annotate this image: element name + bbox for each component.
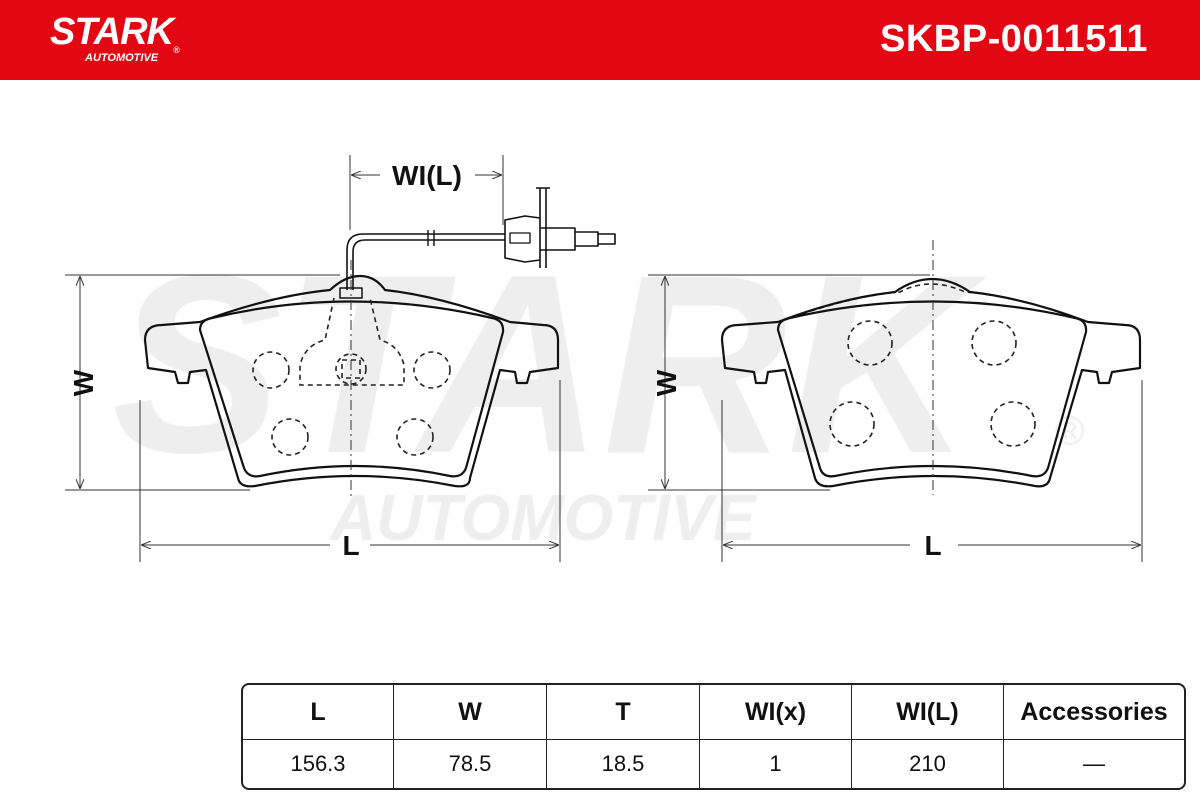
- logo-sub: AUTOMOTIVE: [85, 52, 159, 64]
- table-header-row: L W T WI(x) WI(L) Accessories: [243, 685, 1184, 740]
- logo-registered: ®: [173, 45, 180, 55]
- length-label-left: L: [342, 530, 359, 561]
- length-label-right: L: [924, 530, 941, 561]
- stark-logo: STARK® AUTOMOTIVE: [50, 11, 180, 64]
- header-bar: STARK® AUTOMOTIVE SKBP-0011511: [0, 0, 1200, 80]
- part-number: SKBP-0011511: [880, 18, 1148, 60]
- brake-pad-drawing: WI(L) W L W L: [65, 155, 1143, 562]
- table-row: 156.3 78.5 18.5 1 210 —: [243, 740, 1184, 788]
- left-friction-pad: [198, 300, 505, 478]
- header-wi-l: WI(L): [852, 685, 1004, 740]
- sensor-connector: [504, 187, 616, 268]
- width-label-left: W: [68, 369, 99, 396]
- header-w: W: [394, 685, 547, 740]
- logo-brand: STARK: [50, 11, 174, 53]
- right-backing-plate: [720, 277, 1142, 488]
- value-wi-l: 210: [852, 740, 1004, 788]
- width-label-right: W: [651, 369, 682, 396]
- header-accessories: Accessories: [1004, 685, 1184, 740]
- right-friction-pad: [776, 300, 1088, 478]
- header-l: L: [243, 685, 394, 740]
- specification-table: L W T WI(x) WI(L) Accessories 156.3 78.5…: [241, 683, 1186, 790]
- value-w: 78.5: [394, 740, 547, 788]
- value-l: 156.3: [243, 740, 394, 788]
- header-t: T: [547, 685, 700, 740]
- value-wi-x: 1: [700, 740, 852, 788]
- left-backing-plate: [143, 274, 560, 488]
- wear-sensor-wire: [346, 233, 505, 290]
- header-wi-x: WI(x): [700, 685, 852, 740]
- value-t: 18.5: [547, 740, 700, 788]
- wire-length-label: WI(L): [392, 160, 462, 191]
- value-accessories: —: [1083, 751, 1105, 776]
